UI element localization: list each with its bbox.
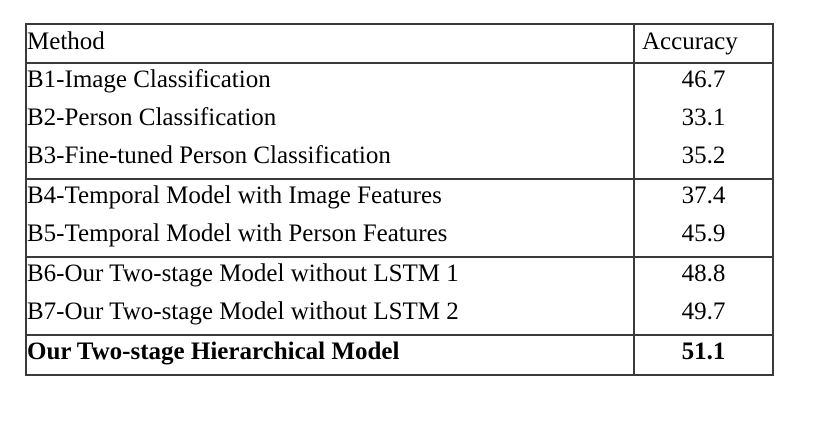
cell-method: B2-Person Classification [25, 101, 635, 140]
cell-accuracy: 49.7 [633, 295, 774, 335]
header-row: Method Accuracy [25, 24, 774, 64]
cell-accuracy: 45.9 [633, 217, 774, 257]
column-header-accuracy: Accuracy [633, 24, 774, 64]
cell-method: B3-Fine-tuned Person Classification [25, 139, 635, 179]
cell-method: B6-Our Two-stage Model without LSTM 1 [25, 255, 635, 296]
cell-method: B1-Image Classification [25, 62, 635, 102]
cell-accuracy: 51.1 [633, 333, 774, 375]
cell-method: B7-Our Two-stage Model without LSTM 2 [25, 295, 635, 335]
cell-method: B5-Temporal Model with Person Features [25, 217, 635, 257]
cell-method: Our Two-stage Hierarchical Model [25, 333, 635, 375]
column-header-method: Method [25, 24, 635, 64]
cell-accuracy: 33.1 [633, 101, 774, 140]
cell-method: B4-Temporal Model with Image Features [25, 177, 635, 218]
cell-accuracy: 37.4 [633, 177, 774, 218]
cell-accuracy: 35.2 [633, 139, 774, 179]
cell-accuracy: 46.7 [633, 62, 774, 102]
table-header: Method Accuracy [25, 24, 774, 64]
cell-accuracy: 48.8 [633, 255, 774, 296]
